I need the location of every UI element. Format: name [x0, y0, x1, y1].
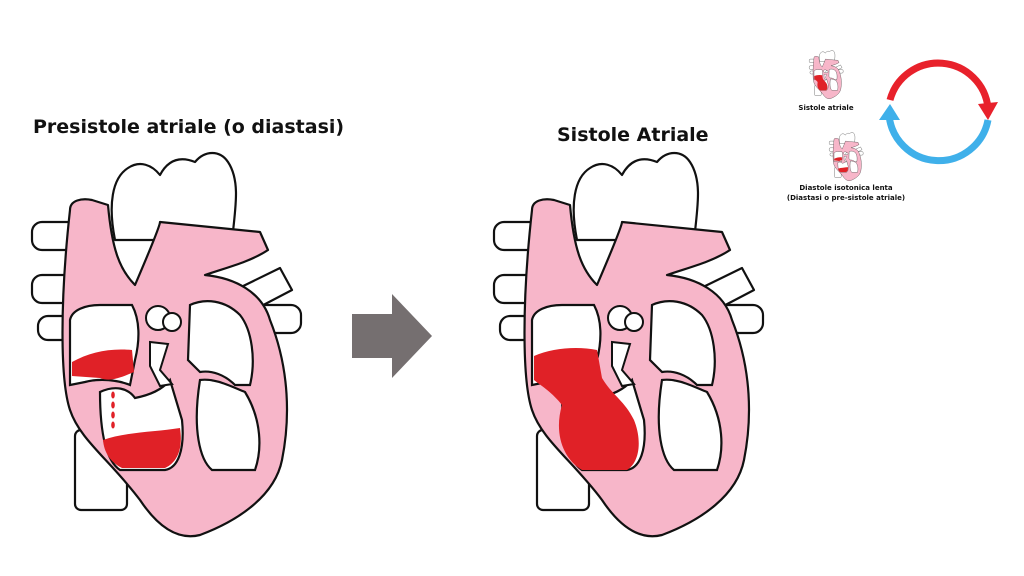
legend-label-systole: Sistole atriale — [798, 104, 854, 112]
legend-heart-diastasis — [829, 132, 864, 181]
atrium-blood — [72, 349, 134, 380]
legend-label-diastasis-line1: Diastole isotonica lenta — [799, 184, 893, 192]
cycle-blue-arc — [885, 113, 992, 165]
cycle-blue-arrowhead — [879, 104, 900, 120]
cycle-red-arc — [886, 59, 992, 109]
right-arrow-icon — [352, 294, 432, 378]
heart-presystole — [30, 151, 303, 538]
cycle-red-arrowhead — [978, 102, 998, 120]
legend-label-diastasis: Diastole isotonica lenta (Diastasi o pre… — [776, 183, 916, 203]
ventricle-blood — [103, 428, 181, 468]
blood-drops — [111, 391, 115, 429]
legend-heart-systole — [809, 50, 844, 99]
legend-label-diastasis-line2: (Diastasi o pre-sistole atriale) — [786, 194, 906, 202]
chamber-blood — [534, 348, 639, 470]
presystole-title: Presistole atriale (o diastasi) — [33, 116, 345, 138]
heart-atrial-systole — [492, 151, 765, 538]
atrial-systole-title: Sistole Atriale — [557, 124, 709, 146]
circular-cycle-icon — [879, 59, 998, 165]
